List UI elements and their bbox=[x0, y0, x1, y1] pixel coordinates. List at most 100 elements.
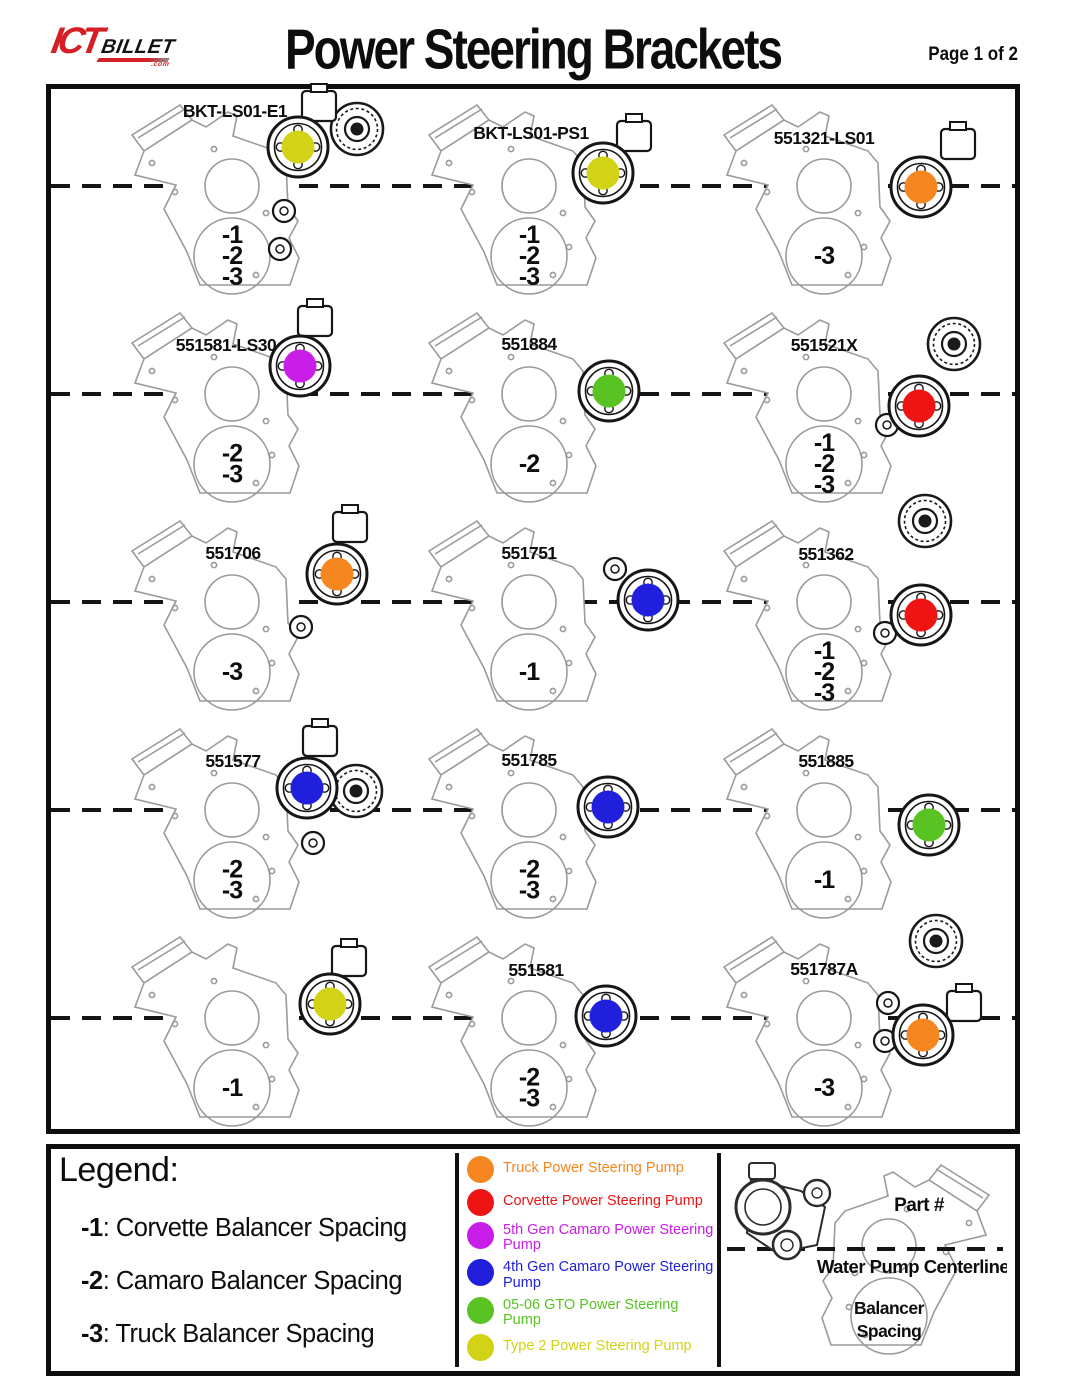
part-number: 551362 bbox=[799, 544, 855, 564]
engine-front-outline bbox=[430, 319, 597, 494]
power-steering-pump-drawing bbox=[897, 793, 961, 857]
engine-block-drawing bbox=[427, 727, 597, 919]
engine-block-drawing bbox=[723, 935, 893, 1127]
power-steering-pump-drawing bbox=[571, 113, 652, 205]
water-pump-circle bbox=[500, 782, 557, 838]
reservoir bbox=[615, 119, 652, 153]
pump-color-dot bbox=[906, 1018, 940, 1052]
balancer-spacing-codes: -2-3 bbox=[518, 855, 538, 904]
key-centerline-label: Water Pump Centerline bbox=[817, 1256, 1007, 1277]
water-pump-circle bbox=[500, 990, 557, 1046]
pump-legend-row: Type 2 Power Steering Pump bbox=[465, 1333, 717, 1362]
page-title: Power Steering Brackets bbox=[284, 17, 783, 81]
pump-legend-row: Corvette Power Steering Pump bbox=[465, 1188, 717, 1216]
bracket-cell: 551577 -2-3 bbox=[51, 713, 384, 921]
pump-color-dot bbox=[283, 349, 317, 383]
bracket-cell: 551884-2 bbox=[372, 297, 693, 505]
balancer-circle bbox=[785, 425, 863, 503]
water-pump-circle bbox=[796, 782, 852, 838]
water-pump-circle bbox=[204, 990, 260, 1046]
part-number: 551751 bbox=[501, 543, 557, 563]
legend-item-camaro: -2: Camaro Balancer Spacing bbox=[81, 1267, 403, 1295]
pump-legend-label: Corvette Power Steering Pump bbox=[503, 1193, 703, 1209]
pump-color-dot bbox=[586, 156, 620, 190]
reservoir-cap bbox=[310, 718, 329, 729]
engine-front-outline bbox=[133, 943, 300, 1118]
water-pump-circle bbox=[500, 574, 557, 630]
part-number: 551581 bbox=[508, 960, 564, 980]
balancer-spacing-codes: -1-2-3 bbox=[518, 221, 539, 291]
reservoir bbox=[301, 724, 339, 758]
engine-front-outline bbox=[821, 1171, 988, 1346]
pump-legend-dot bbox=[467, 1296, 494, 1324]
reservoir bbox=[300, 89, 338, 123]
pump-legend-label: 5th Gen Camaro Power Steering Pump bbox=[503, 1222, 714, 1254]
balancer-spacing-codes: -1-2-3 bbox=[814, 637, 835, 707]
water-pump-circle bbox=[500, 366, 557, 422]
balancer-spacing-codes: -2-3 bbox=[222, 855, 242, 904]
pump-legend-dot bbox=[467, 1222, 494, 1249]
pump-color-dot bbox=[290, 771, 324, 805]
engine-block-drawing bbox=[130, 311, 300, 503]
power-steering-pump-drawing bbox=[873, 983, 983, 1067]
water-pump-circle bbox=[796, 574, 852, 630]
engine-block-drawing bbox=[723, 727, 893, 919]
water-pump-circle bbox=[204, 366, 260, 422]
pump-legend-label: 4th Gen Camaro Power Steering Pump bbox=[503, 1259, 714, 1291]
engine-front-outline bbox=[726, 111, 893, 286]
pump-legend-row: Truck Power Steering Pump bbox=[465, 1155, 717, 1183]
power-steering-pump-drawing bbox=[889, 121, 977, 219]
part-number: 551321-LS01 bbox=[774, 128, 875, 148]
reservoir-cap bbox=[305, 298, 324, 309]
legend-item-corvette: -1: Corvette Balancer Spacing bbox=[81, 1214, 407, 1242]
power-steering-pump-drawing bbox=[875, 374, 951, 438]
pump-color-dot bbox=[281, 130, 315, 164]
balancer-spacing-codes: -1-2-3 bbox=[222, 221, 243, 291]
part-number: 551885 bbox=[799, 751, 855, 771]
engine-block-drawing bbox=[427, 311, 597, 503]
water-pump-circle bbox=[796, 990, 852, 1046]
balancer-spacing-codes: -1 bbox=[518, 658, 539, 686]
engine-front-outline bbox=[133, 735, 300, 910]
pump-legend-label: Type 2 Power Steering Pump bbox=[503, 1338, 692, 1355]
part-number: 551785 bbox=[501, 750, 557, 770]
reservoir-cap bbox=[309, 83, 328, 94]
pump-legend-dot bbox=[467, 1189, 494, 1216]
balancer-circle bbox=[193, 425, 271, 503]
balancer-circle bbox=[193, 217, 271, 295]
balancer-circle bbox=[489, 217, 568, 295]
power-steering-pump-drawing bbox=[275, 718, 339, 856]
balancer-circle bbox=[489, 841, 568, 919]
part-number: 551581-LS30 bbox=[176, 335, 276, 355]
balancer-circle bbox=[489, 1049, 568, 1127]
reservoir bbox=[330, 944, 368, 978]
power-steering-pump-drawing bbox=[298, 938, 368, 1036]
bracket-cell: -1 bbox=[51, 921, 372, 1129]
balancer-spacing-codes: -2-3 bbox=[222, 439, 242, 488]
legend-divider-left bbox=[455, 1153, 459, 1367]
part-number: 551577 bbox=[205, 751, 260, 771]
engine-block-drawing bbox=[723, 519, 893, 711]
water-pump-circle bbox=[204, 574, 260, 630]
power-steering-pump-drawing bbox=[576, 775, 640, 839]
balancer-spacing-codes: -3 bbox=[814, 242, 834, 270]
bracket-cell: 551885-1 bbox=[692, 713, 1013, 921]
bracket-cell: 551362 -1-2-3 bbox=[692, 493, 1013, 713]
reservoir bbox=[296, 304, 334, 338]
engine-front-outline bbox=[726, 735, 893, 910]
water-pump-circle bbox=[796, 158, 852, 214]
pump-color-dot bbox=[631, 583, 665, 617]
part-number: 551706 bbox=[205, 543, 261, 563]
balancer-spacing-codes: -2-3 bbox=[518, 1063, 538, 1112]
engine-front-outline bbox=[726, 943, 893, 1118]
engine-front-outline bbox=[430, 943, 597, 1118]
engine-block-drawing bbox=[723, 311, 893, 503]
balancer-circle bbox=[489, 425, 568, 503]
engine-block-drawing bbox=[427, 103, 597, 295]
engine-block-drawing bbox=[130, 935, 300, 1127]
bracket-cell: 551581 -2-3 bbox=[372, 921, 693, 1129]
reservoir-cap bbox=[949, 121, 968, 132]
